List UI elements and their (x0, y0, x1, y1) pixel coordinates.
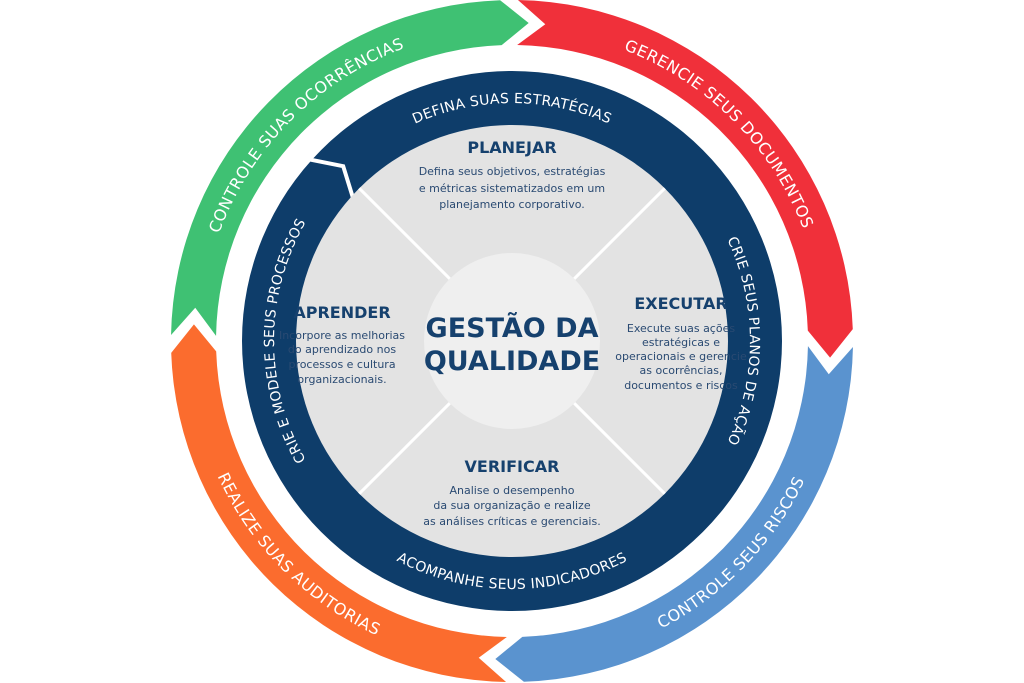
quadrant-aprender: APRENDER Incorpore as melhorias do apren… (279, 303, 405, 386)
quadrant-text-line: operacionais e gerencie (615, 350, 747, 363)
quadrant-text-line: Defina seus objetivos, estratégias (419, 165, 606, 178)
outer-segment-green (171, 0, 529, 336)
center-circle (424, 253, 600, 429)
quadrant-text-line: documentos e riscos (624, 379, 738, 392)
quadrant-text-line: as análises críticas e gerenciais. (423, 515, 600, 528)
outer-segment-orange (171, 324, 507, 682)
quadrant-text-line: da sua organização e realize (433, 499, 590, 512)
quadrant-divider-line (358, 402, 451, 495)
quadrant-title: VERIFICAR (465, 457, 560, 476)
navy-ring-arrow-break (310, 157, 355, 199)
quadrant-text-line: organizacionais. (297, 373, 386, 386)
center-title-line1: GESTÃO DA (426, 312, 599, 344)
quadrant-divider-line (573, 402, 666, 495)
quadrant-divider-line (573, 187, 666, 280)
quadrant-verificar: VERIFICAR Analise o desempenho da sua or… (423, 457, 600, 528)
outer-ring (171, 0, 853, 682)
quadrant-divider-line (358, 187, 451, 280)
quadrant-text-line: e métricas sistematizados em um (419, 182, 605, 195)
quadrant-title: PLANEJAR (467, 138, 556, 157)
quadrant-text-line: as ocorrências, (640, 364, 723, 377)
quadrant-text-line: processos e cultura (288, 358, 395, 371)
quadrant-dividers (358, 187, 666, 495)
quadrant-text-line: estratégicas e (642, 336, 720, 349)
quadrant-text-line: do aprendizado nos (288, 343, 396, 356)
quadrant-title: EXECUTAR (634, 294, 727, 313)
outer-segment-blue (495, 346, 853, 682)
center-title-line2: QUALIDADE (424, 346, 600, 377)
quadrant-text-line: Analise o desempenho (450, 484, 575, 497)
quadrant-text-line: Execute suas ações (627, 322, 735, 335)
quadrant-title: APRENDER (293, 303, 390, 322)
quadrant-text-line: planejamento corporativo. (439, 198, 585, 211)
quadrant-text-line: Incorpore as melhorias (279, 329, 405, 342)
outer-segment-red (517, 0, 853, 358)
quadrant-planejar: PLANEJAR Defina seus objetivos, estratég… (419, 138, 606, 211)
quadrant-executar: EXECUTAR Execute suas ações estratégicas… (615, 294, 747, 392)
inner-ring (242, 71, 782, 611)
